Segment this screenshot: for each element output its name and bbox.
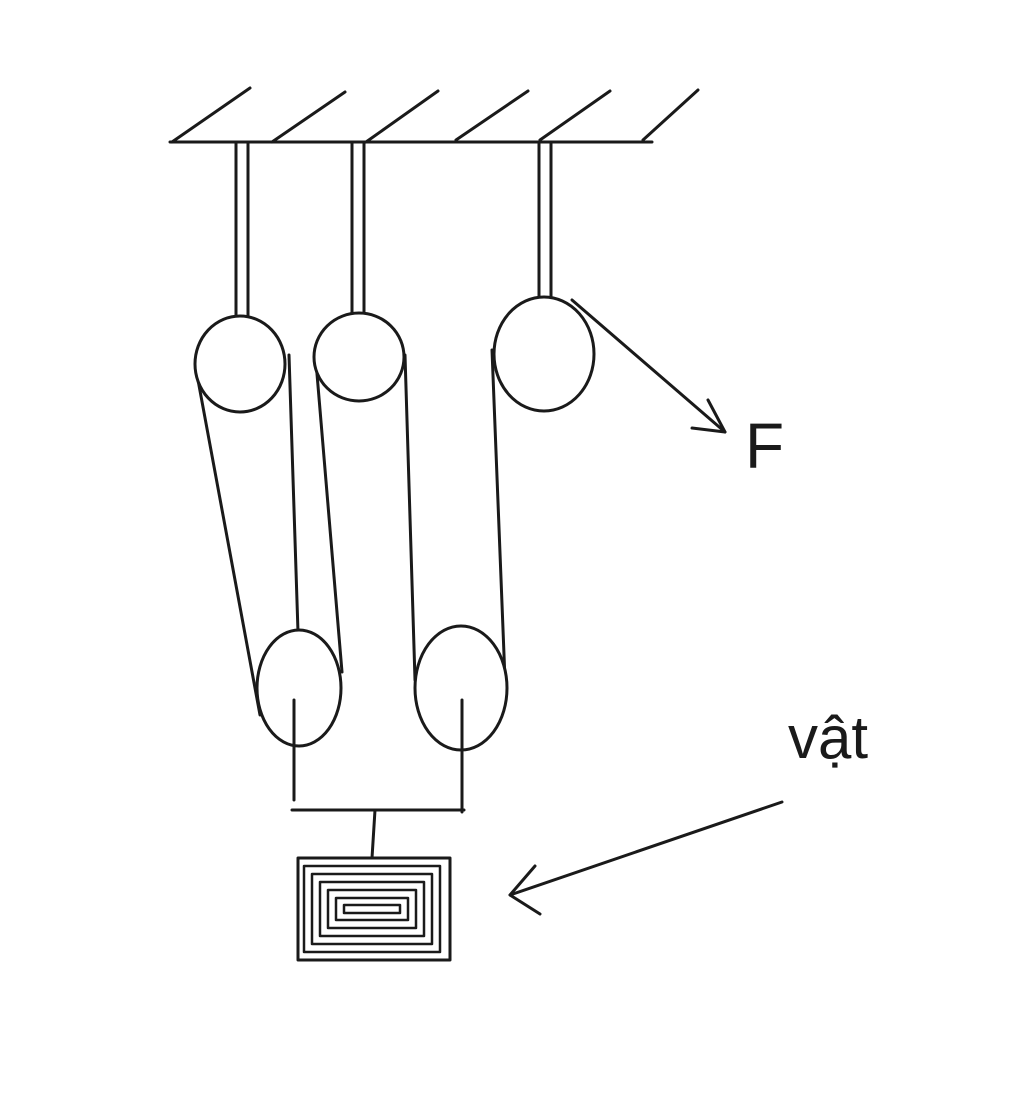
load-object xyxy=(296,856,452,962)
movable-pulley-1 xyxy=(255,628,343,748)
ceiling xyxy=(168,86,700,144)
hanger-rods xyxy=(234,140,553,318)
load-box-inner xyxy=(302,864,442,954)
arrowhead-icon xyxy=(508,864,542,916)
load-box-core xyxy=(342,903,402,915)
ceiling-hatch xyxy=(454,89,530,142)
rope-segment xyxy=(287,353,300,634)
object-pointer-arrow xyxy=(508,800,784,916)
load-box xyxy=(296,856,452,962)
load-connector xyxy=(290,698,466,860)
load-box-inner xyxy=(326,888,418,930)
rope-segment xyxy=(314,360,344,674)
rope-segment xyxy=(196,378,262,717)
ceiling-hatch xyxy=(641,88,700,142)
fixed-pulleys xyxy=(193,295,596,414)
ceiling-hatch xyxy=(538,89,612,142)
ceiling-hatch xyxy=(364,89,440,144)
force-rope xyxy=(570,298,727,434)
load-box-inner xyxy=(334,896,410,922)
hanger-wire xyxy=(370,808,377,860)
rope xyxy=(196,298,727,717)
ceiling-hatch xyxy=(270,90,347,144)
load-box-inner xyxy=(318,880,426,938)
arrowhead-icon xyxy=(690,398,727,434)
movable-pulleys xyxy=(255,624,509,752)
rope-segment xyxy=(403,353,417,682)
ceiling-hatch xyxy=(170,86,252,144)
object-label: vật xyxy=(788,704,868,771)
fixed-pulley-1 xyxy=(193,314,287,414)
force-label: F xyxy=(745,410,784,482)
rope-segment xyxy=(490,348,507,682)
fixed-pulley-2 xyxy=(312,311,406,403)
load-box-inner xyxy=(310,872,434,946)
force-arrow xyxy=(690,398,727,434)
pointer-line xyxy=(508,800,784,897)
fixed-pulley-3 xyxy=(492,295,596,413)
